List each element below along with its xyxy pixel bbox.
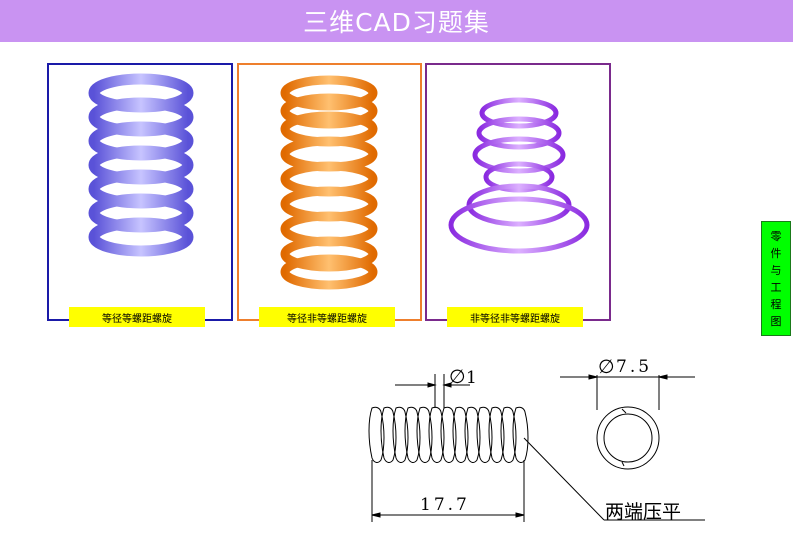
panel-constant-diameter-variable-pitch: 等径非等螺距螺旋 (237, 63, 422, 327)
spring-coil (280, 93, 378, 129)
side-view-coil (512, 406, 529, 463)
side-tab-char: 图 (770, 314, 782, 328)
spring-engineering-drawing: ∅ 1 ∅ 7.5 17.7 两端压平 (368, 356, 705, 523)
side-view-coil (452, 406, 469, 463)
side-tab-char: 与 (770, 263, 782, 277)
side-view-coil (428, 406, 445, 463)
spring-render-2 (280, 75, 378, 290)
outer-dia-symbol: ∅ (598, 356, 615, 378)
panel-caption: 等径等螺距螺旋 (69, 307, 205, 327)
side-tab-parts-and-drawings[interactable]: 零 件 与 工 程 图 (761, 221, 791, 336)
side-view-coil (392, 406, 409, 463)
side-view-coil (500, 406, 517, 463)
side-view-coil (380, 406, 397, 463)
panel-caption: 非等径非等螺距螺旋 (447, 307, 583, 327)
side-tab-char: 程 (770, 297, 782, 311)
note-ends-ground-flat: 两端压平 (605, 501, 681, 523)
spring-side-view (368, 406, 529, 463)
side-tab-char: 零 (770, 229, 782, 243)
side-view-coil (488, 406, 505, 463)
side-view-coil (368, 406, 385, 463)
side-tab-char: 工 (770, 280, 782, 294)
end-view-inner-circle (603, 413, 653, 463)
spring-coil (448, 196, 590, 254)
note-leader-line (523, 437, 605, 521)
length-value: 17.7 (420, 495, 470, 515)
wire-dia-value: 1 (466, 368, 477, 388)
spring-coil (280, 236, 378, 272)
spring-coil (483, 161, 555, 193)
spring-render-3 (448, 97, 590, 254)
side-view-coil (404, 406, 421, 463)
end-view-outer-circle (596, 406, 660, 470)
spring-coil (280, 254, 378, 290)
spring-coil (88, 217, 194, 257)
side-view-coil (416, 406, 433, 463)
page-title: 三维CAD习题集 (303, 8, 490, 37)
spring-render-1 (88, 73, 194, 257)
panel-caption: 等径非等螺距螺旋 (259, 307, 395, 327)
spring-coil (472, 136, 566, 174)
side-view-coil (476, 406, 493, 463)
side-view-coil (440, 406, 457, 463)
panel-constant-diameter-constant-pitch: 等径等螺距螺旋 (47, 63, 233, 327)
side-tab-char: 件 (770, 246, 782, 260)
wire-dia-symbol: ∅ (449, 366, 466, 388)
page-header: 三维CAD习题集 (0, 0, 793, 42)
spring-coil (479, 97, 559, 129)
side-view-coil (464, 406, 481, 463)
spring-coil (280, 75, 378, 111)
spring-coil (476, 116, 562, 150)
outer-dia-value: 7.5 (616, 357, 652, 377)
panel-variable-diameter-variable-pitch: 非等径非等螺距螺旋 (425, 63, 611, 327)
